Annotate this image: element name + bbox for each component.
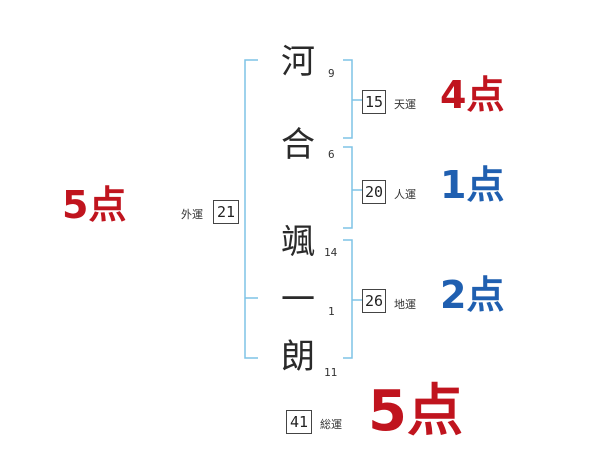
soukaku-value: 41 (286, 410, 312, 434)
chikaku-value: 26 (362, 289, 386, 313)
soukaku-points: 5点 (368, 379, 463, 444)
gaikaku-value: 21 (213, 200, 239, 224)
chikaku-bracket (343, 239, 353, 359)
tenkaku-bracket (343, 59, 353, 139)
name-char-5: 朗 (281, 337, 315, 377)
chikaku-points: 2点 (440, 273, 505, 317)
name-char-3: 颯 (281, 222, 315, 262)
stroke-count-3: 14 (324, 246, 338, 259)
tenkaku-points: 4点 (440, 73, 505, 117)
name-char-4: 一 (281, 280, 315, 320)
name-char-1: 河 (281, 42, 315, 82)
gaikaku-points: 5点 (62, 183, 127, 227)
stroke-count-1: 9 (328, 67, 335, 80)
jinkaku-points: 1点 (440, 163, 505, 207)
tenkaku-label: 天運 (394, 98, 416, 111)
soukaku-label: 総運 (320, 418, 342, 431)
jinkaku-label: 人運 (394, 188, 416, 201)
stroke-count-2: 6 (328, 148, 335, 161)
tenkaku-value: 15 (362, 90, 386, 114)
chikaku-label: 地運 (394, 298, 416, 311)
name-char-2: 合 (281, 125, 315, 165)
stroke-count-4: 1 (328, 305, 335, 318)
stroke-count-5: 11 (324, 366, 338, 379)
gaikaku-bracket (244, 59, 258, 359)
gaikaku-label: 外運 (181, 208, 203, 221)
jinkaku-bracket (343, 146, 353, 229)
jinkaku-value: 20 (362, 180, 386, 204)
